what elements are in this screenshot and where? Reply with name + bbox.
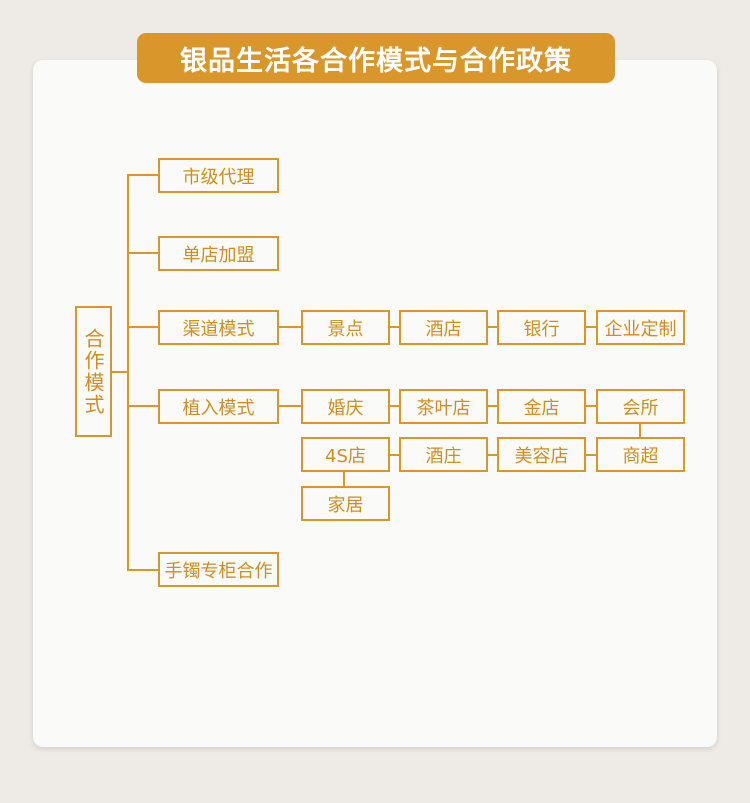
node-embed: 婚庆 (301, 389, 390, 424)
node-embed: 会所 (596, 389, 685, 424)
page-title: 银品生活各合作模式与合作政策 (137, 33, 615, 83)
node-channel: 银行 (497, 310, 586, 345)
node-embed: 家居 (301, 486, 390, 521)
connector (111, 371, 128, 373)
node-embed: 酒庄 (399, 437, 488, 472)
node-store-franchise: 单店加盟 (158, 236, 279, 271)
node-embed-mode: 植入模式 (158, 389, 279, 424)
spine-line (127, 174, 129, 571)
connector (127, 326, 158, 328)
root-node: 合作模式 (75, 306, 112, 437)
connector (127, 252, 158, 254)
node-channel: 酒店 (399, 310, 488, 345)
node-channel-mode: 渠道模式 (158, 310, 279, 345)
connector (127, 174, 158, 176)
node-bracelet-counter: 手镯专柜合作 (158, 552, 279, 587)
node-channel: 景点 (301, 310, 390, 345)
node-embed: 美容店 (497, 437, 586, 472)
connector (127, 405, 158, 407)
connector (343, 469, 345, 489)
node-channel: 企业定制 (596, 310, 685, 345)
node-embed: 商超 (596, 437, 685, 472)
node-embed: 茶叶店 (399, 389, 488, 424)
connector (639, 420, 641, 440)
node-embed: 4S店 (301, 437, 390, 472)
connector (127, 569, 158, 571)
node-city-agent: 市级代理 (158, 158, 279, 193)
node-embed: 金店 (497, 389, 586, 424)
